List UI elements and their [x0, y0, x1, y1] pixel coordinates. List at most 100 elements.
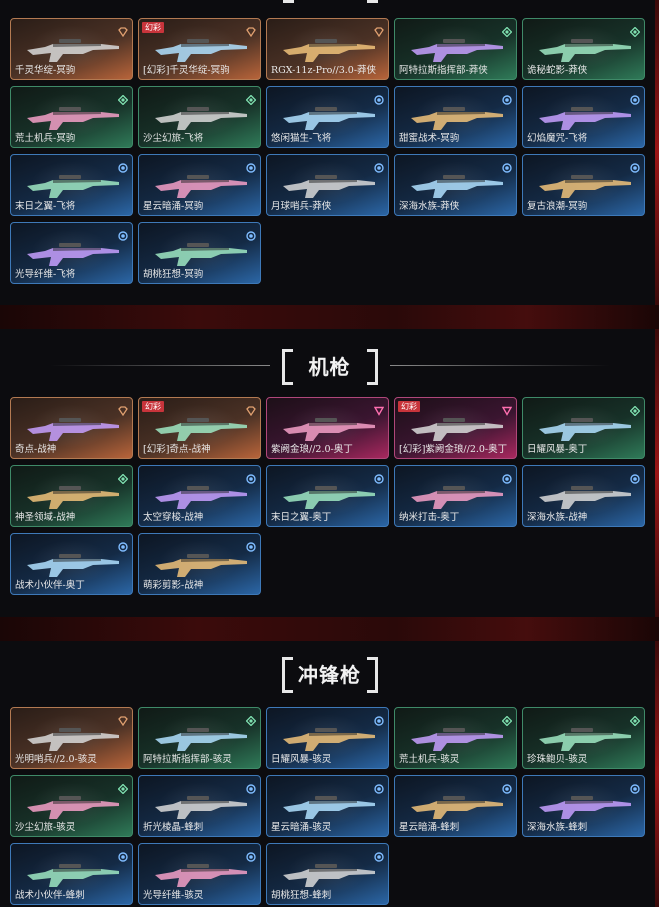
tier-green-icon — [117, 469, 129, 485]
skin-card[interactable]: 复古浪潮-冥驹 — [522, 154, 645, 216]
skin-name: 千灵华绽-冥驹 — [15, 65, 76, 76]
skin-card[interactable]: 荒土机兵-冥驹 — [10, 86, 133, 148]
weapon-skin-image — [151, 32, 251, 66]
tier-orange-icon — [118, 22, 128, 38]
skin-card[interactable]: 幻彩[幻彩]千灵华绽-冥驹 — [138, 18, 261, 80]
weapon-skin-image — [151, 479, 251, 513]
skin-card[interactable]: 日耀风暴-骇灵 — [266, 707, 389, 769]
skin-card[interactable]: 幻彩[幻彩]紫阙金琅//2.0-奥丁 — [394, 397, 517, 459]
skin-card[interactable]: 月球哨兵-莽侠 — [266, 154, 389, 216]
tier-blue-icon — [246, 469, 256, 484]
tier-green-icon — [629, 22, 641, 38]
skin-card[interactable]: 萌彩剪影-战神 — [138, 533, 261, 595]
skin-card[interactable]: 沙尘幻旅-骇灵 — [10, 775, 133, 837]
tier-blue-icon — [246, 537, 256, 552]
tier-green-icon — [501, 22, 513, 38]
skin-card[interactable]: 沙尘幻旅-飞将 — [138, 86, 261, 148]
skin-card[interactable]: 阿特拉斯指挥部-骇灵 — [138, 707, 261, 769]
tier-orange-icon — [118, 711, 128, 727]
skin-card[interactable]: 幻彩[幻彩]奇点-战神 — [138, 397, 261, 459]
skin-card[interactable]: 末日之翼-奥丁 — [266, 465, 389, 527]
skin-card[interactable]: 星云暗涌-蜂刺 — [394, 775, 517, 837]
skin-card[interactable]: 胡桃狂想-蜂刺 — [266, 843, 389, 905]
skin-name: 胡桃狂想-蜂刺 — [271, 890, 332, 901]
weapon-skin-image — [279, 168, 379, 202]
weapon-skin-image — [407, 479, 507, 513]
tier-blue-icon — [630, 469, 640, 484]
panel-edge — [655, 0, 659, 305]
skin-card[interactable]: 光导纤维-骇灵 — [138, 843, 261, 905]
weapon-skin-image — [407, 721, 507, 755]
skin-card[interactable]: 紫阙金琅//2.0-奥丁 — [266, 397, 389, 459]
skin-card[interactable]: 日耀风暴-奥丁 — [522, 397, 645, 459]
skin-name: [幻彩]千灵华绽-冥驹 — [143, 65, 230, 76]
weapon-skin-image — [23, 100, 123, 134]
skin-card[interactable]: 末日之翼-飞将 — [10, 154, 133, 216]
weapon-skin-image — [407, 100, 507, 134]
tier-pink-icon — [373, 401, 385, 416]
tier-green-icon — [629, 711, 641, 727]
sniper-panel: 千灵华绽-冥驹 幻彩[幻彩]千灵华绽-冥驹 RGX-11z-Pro//3.0-莽侠 阿… — [0, 0, 659, 305]
skin-card[interactable]: 折光棱晶-蜂刺 — [138, 775, 261, 837]
skin-card[interactable]: 幻焰魔咒-飞将 — [522, 86, 645, 148]
weapon-skin-image — [535, 168, 635, 202]
tier-blue-icon — [118, 537, 128, 552]
tier-orange-icon — [118, 401, 128, 417]
skin-card[interactable]: RGX-11z-Pro//3.0-莽侠 — [266, 18, 389, 80]
skin-card[interactable]: 光导纤维-飞将 — [10, 222, 133, 284]
smg-section-header: 冲锋枪 — [0, 653, 659, 693]
skin-card[interactable]: 深海水族-莽侠 — [394, 154, 517, 216]
skin-card[interactable]: 悠闲猫生-飞将 — [266, 86, 389, 148]
skin-name: 折光棱晶-蜂刺 — [143, 822, 204, 833]
skin-card[interactable]: 奇点-战神 — [10, 397, 133, 459]
skin-name: 星云暗涌-蜂刺 — [399, 822, 460, 833]
skin-card[interactable]: 珍珠鲍贝-骇灵 — [522, 707, 645, 769]
skin-card[interactable]: 阿特拉斯指挥部-莽侠 — [394, 18, 517, 80]
skin-card[interactable]: 胡桃狂想-冥驹 — [138, 222, 261, 284]
weapon-skin-image — [151, 547, 251, 581]
skin-card[interactable]: 星云暗涌-骇灵 — [266, 775, 389, 837]
tier-blue-icon — [630, 90, 640, 105]
skin-name: 阿特拉斯指挥部-骇灵 — [143, 754, 232, 765]
tier-blue-icon — [502, 779, 512, 794]
weapon-skin-image — [151, 789, 251, 823]
title-bracket-right — [367, 0, 378, 3]
skin-card[interactable]: 深海水族-蜂刺 — [522, 775, 645, 837]
tier-orange-icon — [374, 22, 384, 38]
weapon-skin-image — [279, 32, 379, 66]
skin-card[interactable]: 千灵华绽-冥驹 — [10, 18, 133, 80]
tier-green-icon — [245, 711, 257, 727]
skin-name: 阿特拉斯指挥部-莽侠 — [399, 65, 488, 76]
skin-name: RGX-11z-Pro//3.0-莽侠 — [271, 65, 377, 76]
weapon-skin-image — [151, 721, 251, 755]
skin-card[interactable]: 纳米打击-奥丁 — [394, 465, 517, 527]
weapon-skin-image — [279, 857, 379, 891]
skin-name: 战术小伙伴-蜂刺 — [15, 890, 85, 901]
panel-edge — [655, 329, 659, 617]
skin-card[interactable]: 荒土机兵-骇灵 — [394, 707, 517, 769]
skin-card[interactable]: 神圣领域-战神 — [10, 465, 133, 527]
skin-card[interactable]: 诡秘蛇影-莽侠 — [522, 18, 645, 80]
skin-card[interactable]: 太空穿梭-战神 — [138, 465, 261, 527]
weapon-skin-image — [279, 411, 379, 445]
skin-card[interactable]: 光明哨兵//2.0-骇灵 — [10, 707, 133, 769]
skin-name: 星云暗涌-冥驹 — [143, 201, 204, 212]
weapon-skin-image — [23, 547, 123, 581]
weapon-skin-image — [407, 168, 507, 202]
tier-blue-icon — [502, 158, 512, 173]
skin-card[interactable]: 战术小伙伴-奥丁 — [10, 533, 133, 595]
skin-card[interactable]: 深海水族-战神 — [522, 465, 645, 527]
skin-card[interactable]: 星云暗涌-冥驹 — [138, 154, 261, 216]
skin-card[interactable]: 甜蜜战术-冥驹 — [394, 86, 517, 148]
tier-blue-icon — [630, 779, 640, 794]
tier-blue-icon — [374, 158, 384, 173]
weapon-skin-image — [407, 411, 507, 445]
tier-orange-icon — [246, 22, 256, 38]
tier-blue-icon — [374, 779, 384, 794]
skin-card[interactable]: 战术小伙伴-蜂刺 — [10, 843, 133, 905]
tier-blue-icon — [374, 711, 384, 726]
skin-name: 珍珠鲍贝-骇灵 — [527, 754, 588, 765]
tier-blue-icon — [502, 469, 512, 484]
skin-name: 紫阙金琅//2.0-奥丁 — [271, 444, 353, 455]
weapon-skin-image — [23, 32, 123, 66]
